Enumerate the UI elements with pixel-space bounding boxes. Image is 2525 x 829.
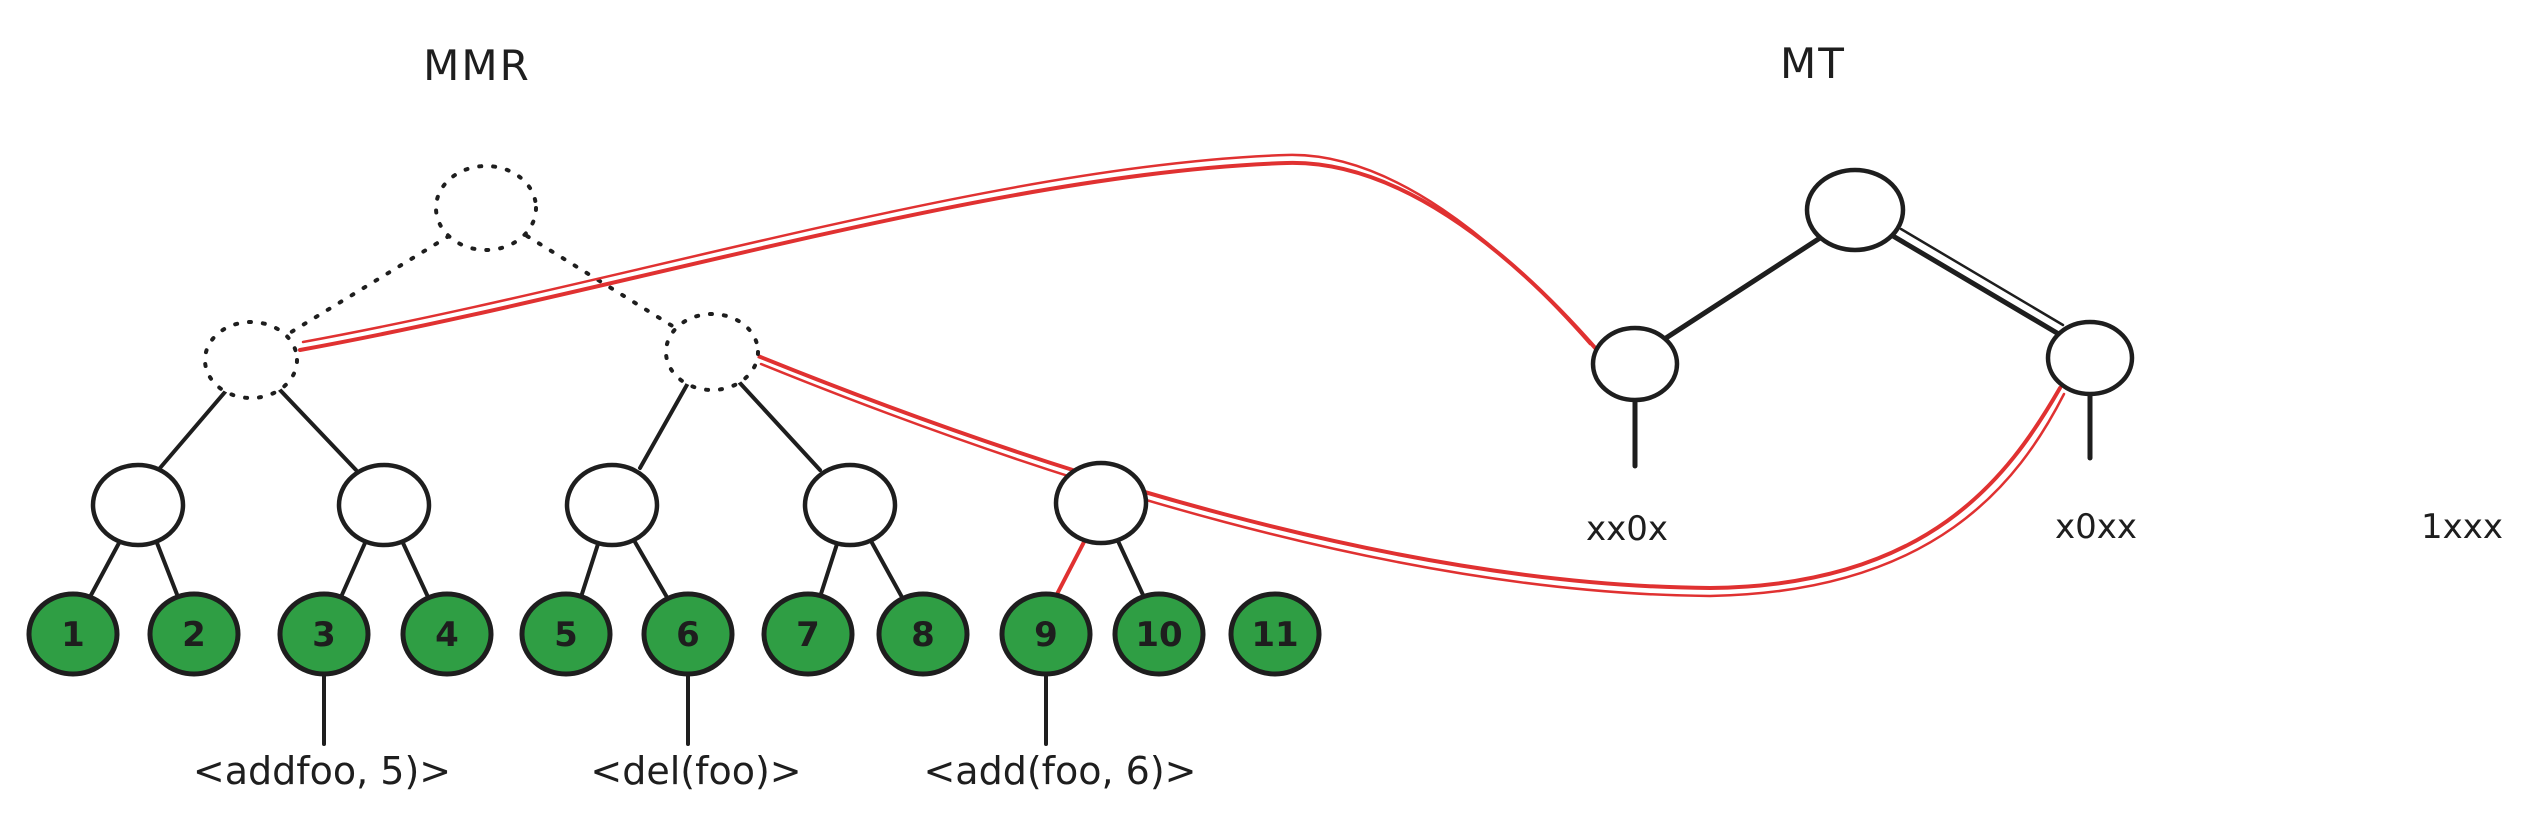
mmr-leaf-8-label: 8 (911, 615, 935, 655)
edge-mtroot-right (1890, 233, 2060, 336)
mmr-leaf-7-circle (761, 591, 855, 677)
operation-label-del: <del(foo)> (590, 749, 801, 793)
link-leftpeak-to-mtleft (298, 160, 1599, 352)
edge-mmrroot-leftdotted (286, 234, 451, 336)
edge-mmrroot-rightdotted (525, 234, 676, 329)
edge-leftdotted-a (158, 390, 227, 470)
mmr-leaf-5-label: 5 (554, 615, 578, 655)
mt-root-node (1804, 167, 1906, 253)
mmr-leaf-6-label: 6 (676, 615, 700, 655)
mmr-leaf-3: 3 (277, 591, 371, 677)
edge-mtroot-right-twin (1899, 227, 2065, 327)
mmr-internal-node-b (336, 462, 432, 548)
mmr-leaf-4: 4 (400, 591, 494, 677)
mmr-leaf-6-circle (641, 591, 735, 677)
mmr-leaf-1-circle (26, 591, 120, 677)
edge-b-leaf3 (339, 541, 367, 599)
mmr-leaf-7-label: 7 (796, 615, 820, 655)
mmr-leaf-3-circle (277, 591, 371, 677)
mt-right-node (2045, 319, 2135, 397)
mmr-left-peak-node (203, 320, 299, 400)
edge-c-leaf6 (633, 540, 670, 601)
link-rightpeak-to-mtright-twin (759, 362, 2066, 598)
edge-d-leaf7 (818, 542, 839, 599)
link-rightpeak-to-mtright (756, 354, 2062, 591)
mmr-leaf-10-circle (1112, 591, 1206, 677)
edge-leftdotted-b (278, 388, 358, 472)
mmr-leaves: 1 2 3 4 5 6 7 8 (26, 591, 1322, 677)
mt-nodes (1590, 167, 2135, 403)
mmr-leaf-6: 6 (641, 591, 735, 677)
edge-c-leaf5 (579, 542, 600, 599)
edge-a-leaf1 (88, 541, 121, 599)
mmr-leaf-8: 8 (876, 591, 970, 677)
edge-mtroot-left (1663, 235, 1823, 341)
mmr-leaf-9-circle (999, 591, 1093, 677)
mmr-leaf-7: 7 (761, 591, 855, 677)
mmr-leaf-2-circle (147, 591, 241, 677)
mmr-virtual-root-node (434, 164, 538, 252)
mt-title: MT (1780, 39, 1846, 88)
mmr-internal-nodes (90, 460, 1149, 548)
mmr-leaf-4-label: 4 (435, 615, 459, 655)
mmr-leaf-10-label: 10 (1135, 615, 1182, 655)
mmr-leaf-8-circle (876, 591, 970, 677)
mmr-leaf-5: 5 (519, 591, 613, 677)
mmr-leaf-11: 11 (1228, 591, 1322, 677)
mt-edges (1632, 227, 2093, 469)
mmr-internal-node-c (564, 462, 660, 548)
mmr-leaf-1-label: 1 (61, 615, 85, 655)
mmr-leaf-9: 9 (999, 591, 1093, 677)
mt-left-hash-label: xx0x (1586, 509, 1668, 549)
mmr-internal-node-a (90, 462, 186, 548)
mmr-leaf-1: 1 (26, 591, 120, 677)
link-leftpeak-to-mtleft-twin (301, 153, 1592, 346)
mmr-right-peak-node (664, 312, 760, 392)
mmr-leaf-10: 10 (1112, 591, 1206, 677)
mt-left-node (1590, 325, 1680, 403)
operation-label-add-6: <add(foo, 6)> (923, 749, 1196, 793)
mmr-leaf-2-label: 2 (182, 615, 206, 655)
mmr-mt-links (298, 153, 2066, 598)
mmr-leaf-5-circle (519, 591, 613, 677)
mmr-leaf-4-circle (400, 591, 494, 677)
edge-b-leaf4 (401, 541, 430, 599)
mmr-leaf-2: 2 (147, 591, 241, 677)
edge-e-leaf9-highlight (1054, 540, 1086, 598)
edge-e-leaf10 (1116, 539, 1146, 599)
mmr-leaf-11-label: 11 (1251, 615, 1298, 655)
edge-rightdotted-d (737, 380, 822, 472)
edge-a-leaf2 (155, 541, 180, 599)
mmr-leaf-3-label: 3 (312, 615, 336, 655)
mt-right-hash-label: x0xx (2055, 507, 2137, 547)
mmr-leaf-9-label: 9 (1034, 615, 1058, 655)
mmr-internal-node-e (1053, 460, 1149, 546)
edge-d-leaf8 (869, 539, 905, 601)
edge-rightdotted-c (638, 381, 690, 470)
mmr-leaf-11-circle (1228, 591, 1322, 677)
operation-label-add-5: <addfoo, 5)> (193, 749, 451, 793)
mt-extra-hash-label: 1xxx (2421, 507, 2503, 547)
mmr-edges (88, 234, 1146, 746)
mmr-dotted-nodes (203, 164, 760, 400)
mmr-internal-node-d (802, 462, 898, 548)
mmr-title: MMR (423, 41, 531, 90)
